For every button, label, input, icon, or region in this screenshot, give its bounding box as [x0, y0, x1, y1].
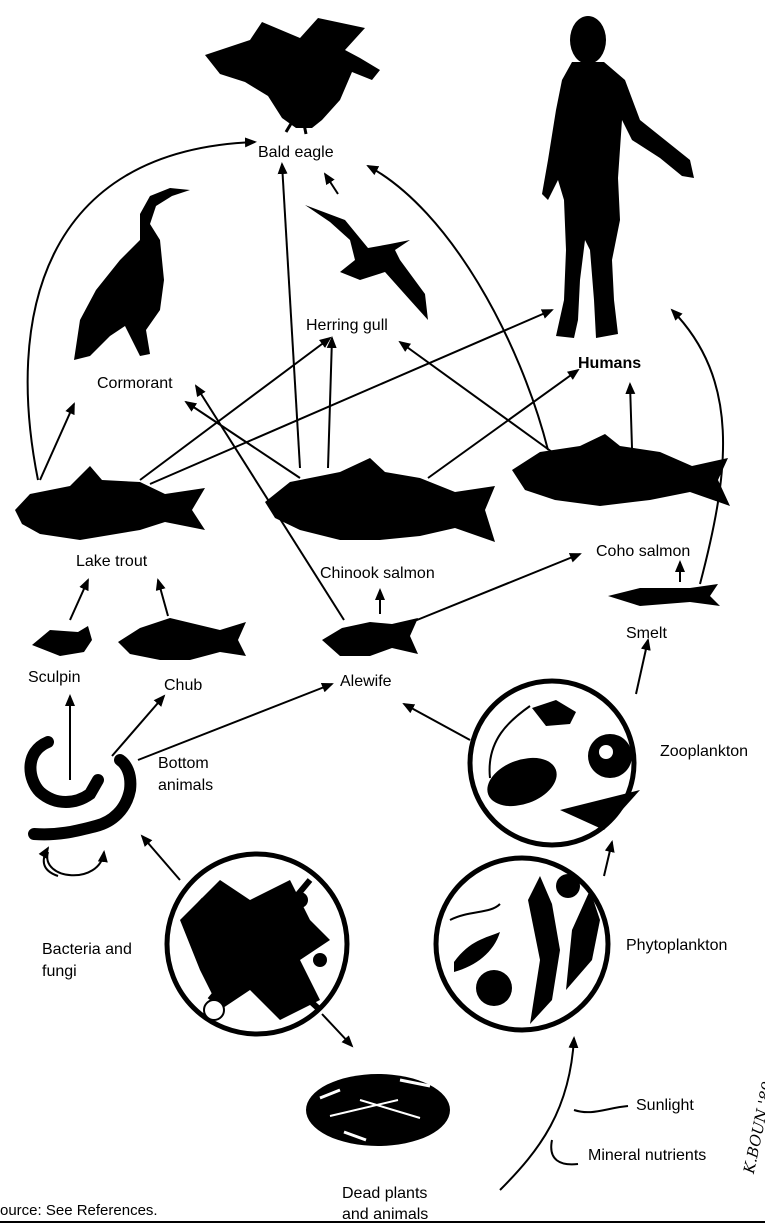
chub-icon — [118, 618, 246, 660]
smelt-icon — [608, 584, 720, 606]
bacteria-fungi-icon — [167, 854, 347, 1034]
label-chinook-salmon: Chinook salmon — [320, 564, 435, 583]
label-bottom-animals-2: animals — [158, 776, 213, 795]
label-herring-gull: Herring gull — [306, 316, 388, 335]
label-smelt: Smelt — [626, 624, 667, 643]
dead-matter-icon — [306, 1074, 450, 1146]
label-alewife: Alewife — [340, 672, 392, 691]
phytoplankton-icon — [436, 858, 608, 1030]
label-bacteria-1: Bacteria and — [42, 940, 132, 959]
label-zooplankton: Zooplankton — [660, 742, 748, 761]
lake-trout-icon — [15, 466, 205, 540]
label-dead-1: Dead plants — [342, 1184, 427, 1203]
label-lake-trout: Lake trout — [76, 552, 147, 571]
label-chub: Chub — [164, 676, 202, 695]
label-phytoplankton: Phytoplankton — [626, 936, 727, 955]
alewife-icon — [322, 618, 418, 656]
cormorant-icon — [74, 188, 190, 360]
label-bottom-animals-1: Bottom — [158, 754, 209, 773]
chinook-salmon-icon — [265, 458, 495, 542]
label-coho-salmon: Coho salmon — [596, 542, 690, 561]
human-icon — [542, 16, 694, 338]
label-bacteria-2: fungi — [42, 962, 77, 981]
label-sculpin: Sculpin — [28, 668, 80, 687]
label-sunlight: Sunlight — [636, 1096, 694, 1115]
herring-gull-icon — [305, 205, 428, 320]
label-bald-eagle: Bald eagle — [258, 143, 334, 162]
label-dead-2: and animals — [342, 1205, 428, 1224]
source-note: ource: See References. — [0, 1201, 158, 1220]
label-mineral-nutrients: Mineral nutrients — [588, 1146, 706, 1165]
label-humans: Humans — [578, 354, 641, 373]
sculpin-icon — [32, 626, 92, 656]
bald-eagle-icon — [205, 18, 380, 134]
label-cormorant: Cormorant — [97, 374, 173, 393]
bottom-animals-icon — [30, 742, 130, 834]
zooplankton-icon — [470, 681, 640, 845]
coho-salmon-icon — [512, 434, 730, 506]
